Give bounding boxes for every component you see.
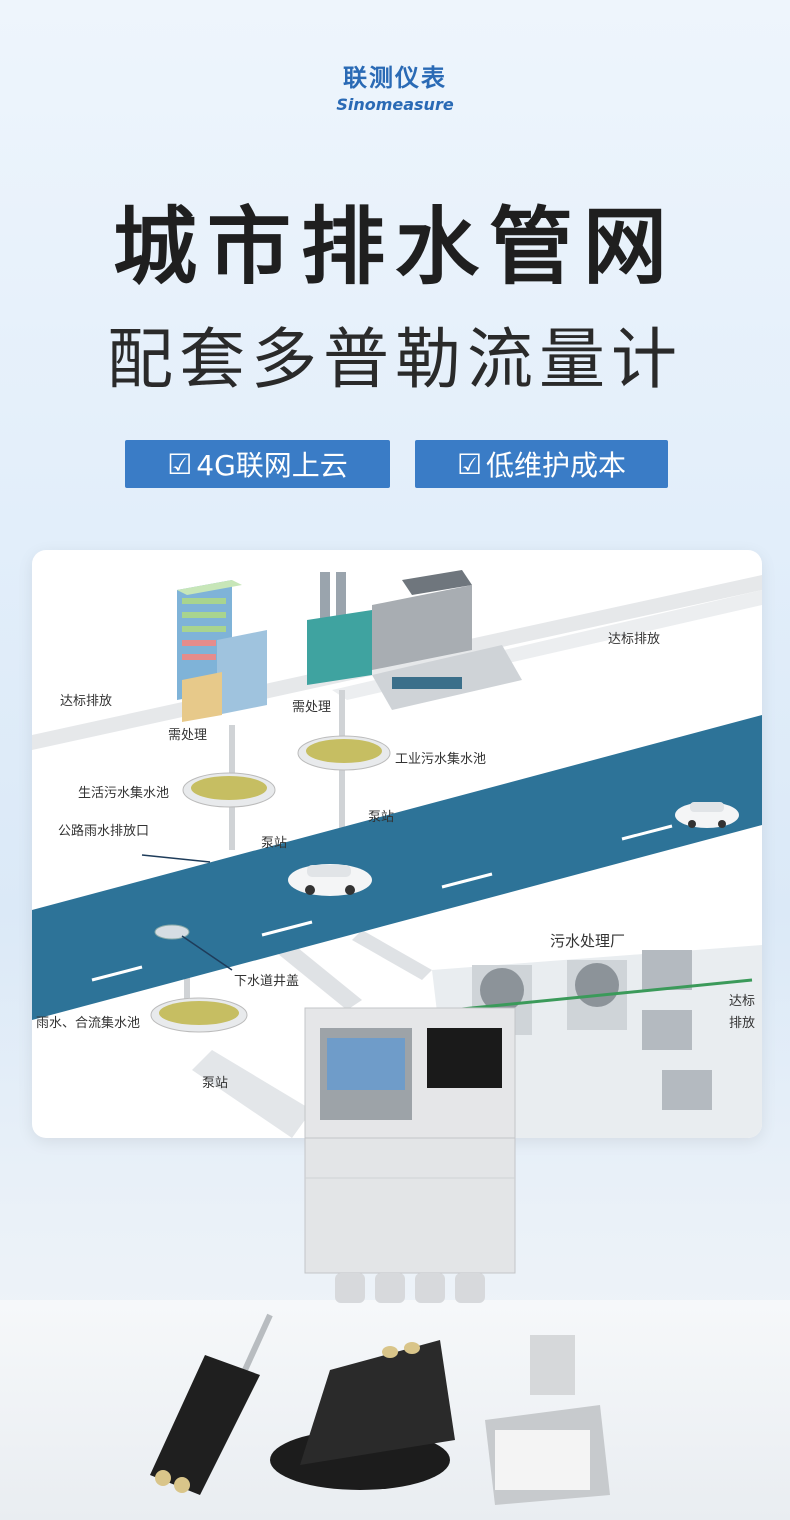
brand-logo: 联测仪表 Sinomeasure	[0, 58, 790, 114]
checkbox-icon: ☑	[167, 447, 193, 481]
product-display-area	[0, 1300, 790, 1520]
label-manhole: 下水道井盖	[234, 974, 300, 989]
feature-badge-label: 低维护成本	[486, 449, 627, 482]
label-pump-station: 泵站	[261, 836, 288, 851]
label-rain-pool: 雨水、合流集水池	[36, 1016, 141, 1031]
feature-badge-label: 4G联网上云	[196, 449, 348, 482]
flowmeter-transmitter-body	[304, 1137, 516, 1303]
flowmeter-transmitter-illustration	[304, 1007, 516, 1138]
label-domestic-pool: 生活污水集水池	[78, 786, 170, 801]
page-subtitle: 配套多普勒流量计	[107, 321, 683, 398]
label-needs-treatment: 需处理	[168, 728, 208, 743]
residential-building-illustration	[177, 580, 267, 722]
label-discharge: 达标排放	[608, 632, 661, 647]
label-sewage-plant: 污水处理厂	[550, 932, 626, 950]
drainage-diagram-illustration	[32, 570, 762, 1138]
manhole-cover-illustration	[154, 924, 190, 940]
brand-name-cn: 联测仪表	[343, 64, 447, 92]
feature-badge-4g: ☑ 4G联网上云	[125, 440, 390, 488]
label-industrial-pool: 工业污水集水池	[395, 752, 487, 767]
label-pump-station: 泵站	[202, 1076, 229, 1091]
collection-pool-illustration	[150, 997, 248, 1033]
collection-pool-illustration	[182, 772, 276, 808]
label-discharge: 排放	[729, 1016, 756, 1031]
checkbox-icon: ☑	[456, 447, 483, 481]
factory-illustration	[307, 570, 522, 710]
collection-pool-illustration	[297, 735, 391, 771]
label-pump-station: 泵站	[368, 810, 395, 825]
label-road-outlet: 公路雨水排放口	[58, 824, 150, 839]
drainage-diagram: 达标排放 达标排放 达标 排放 需处理 需处理 生活污水集水池 工业污水集水池 …	[32, 550, 762, 1138]
feature-badge-low-maintenance: ☑ 低维护成本	[415, 440, 668, 488]
car-illustration	[675, 802, 739, 828]
label-needs-treatment: 需处理	[292, 700, 332, 715]
label-discharge: 达标	[729, 994, 756, 1009]
brand-name-en: Sinomeasure	[336, 95, 454, 114]
car-illustration	[288, 864, 372, 896]
label-discharge: 达标排放	[60, 694, 113, 709]
page-title: 城市排水管网	[112, 198, 677, 296]
